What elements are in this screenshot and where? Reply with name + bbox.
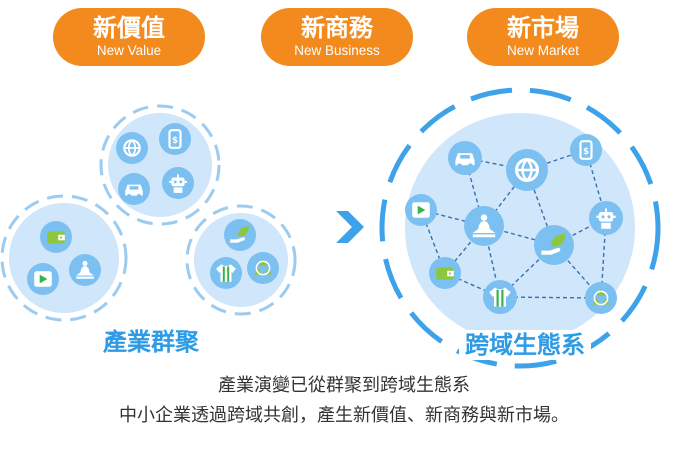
globe-icon — [116, 132, 148, 164]
phone-dollar-icon — [159, 123, 191, 155]
robot-icon — [162, 167, 194, 199]
header-new-business-zh: 新商務 — [301, 14, 373, 42]
meditation-icon — [69, 254, 101, 286]
shirt-icon — [483, 280, 517, 314]
header-new-market-en: New Market — [506, 43, 579, 58]
header-new-value: 新價值 New Value — [53, 8, 205, 66]
cluster-label: 產業群聚 — [97, 327, 205, 357]
wallet-icon — [40, 221, 72, 253]
recycle-icon — [585, 282, 617, 314]
meditation-icon — [464, 206, 504, 246]
header-new-business: 新商務 New Business — [261, 8, 413, 66]
car-icon — [118, 173, 150, 205]
phone-dollar-icon — [570, 134, 602, 166]
hand-leaf-icon — [224, 219, 256, 251]
hand-leaf-icon — [534, 225, 574, 265]
robot-icon — [589, 201, 623, 235]
recycle-icon — [247, 252, 279, 284]
caption-line-1: 產業演變已從群聚到跨域生態系 — [218, 375, 470, 396]
header-new-market-zh: 新市場 — [507, 14, 579, 42]
cluster-top — [99, 104, 221, 226]
video-play-icon — [27, 263, 59, 295]
car-icon — [448, 141, 482, 175]
video-play-icon — [405, 194, 437, 226]
chevron-right-icon — [336, 211, 364, 243]
header-new-value-en: New Value — [96, 43, 162, 58]
caption-line-2: 中小企業透過跨域共創，產生新價值、新商務與新市場。 — [119, 405, 569, 426]
globe-icon — [506, 149, 548, 191]
shirt-icon — [210, 257, 242, 289]
wallet-icon — [429, 257, 461, 289]
cluster-left — [0, 194, 128, 322]
ecosystem-label: 跨域生態系 — [459, 330, 591, 360]
header-new-business-en: New Business — [294, 43, 380, 58]
header-new-value-zh: 新價值 — [93, 14, 165, 42]
header-new-market: 新市場 New Market — [467, 8, 619, 66]
